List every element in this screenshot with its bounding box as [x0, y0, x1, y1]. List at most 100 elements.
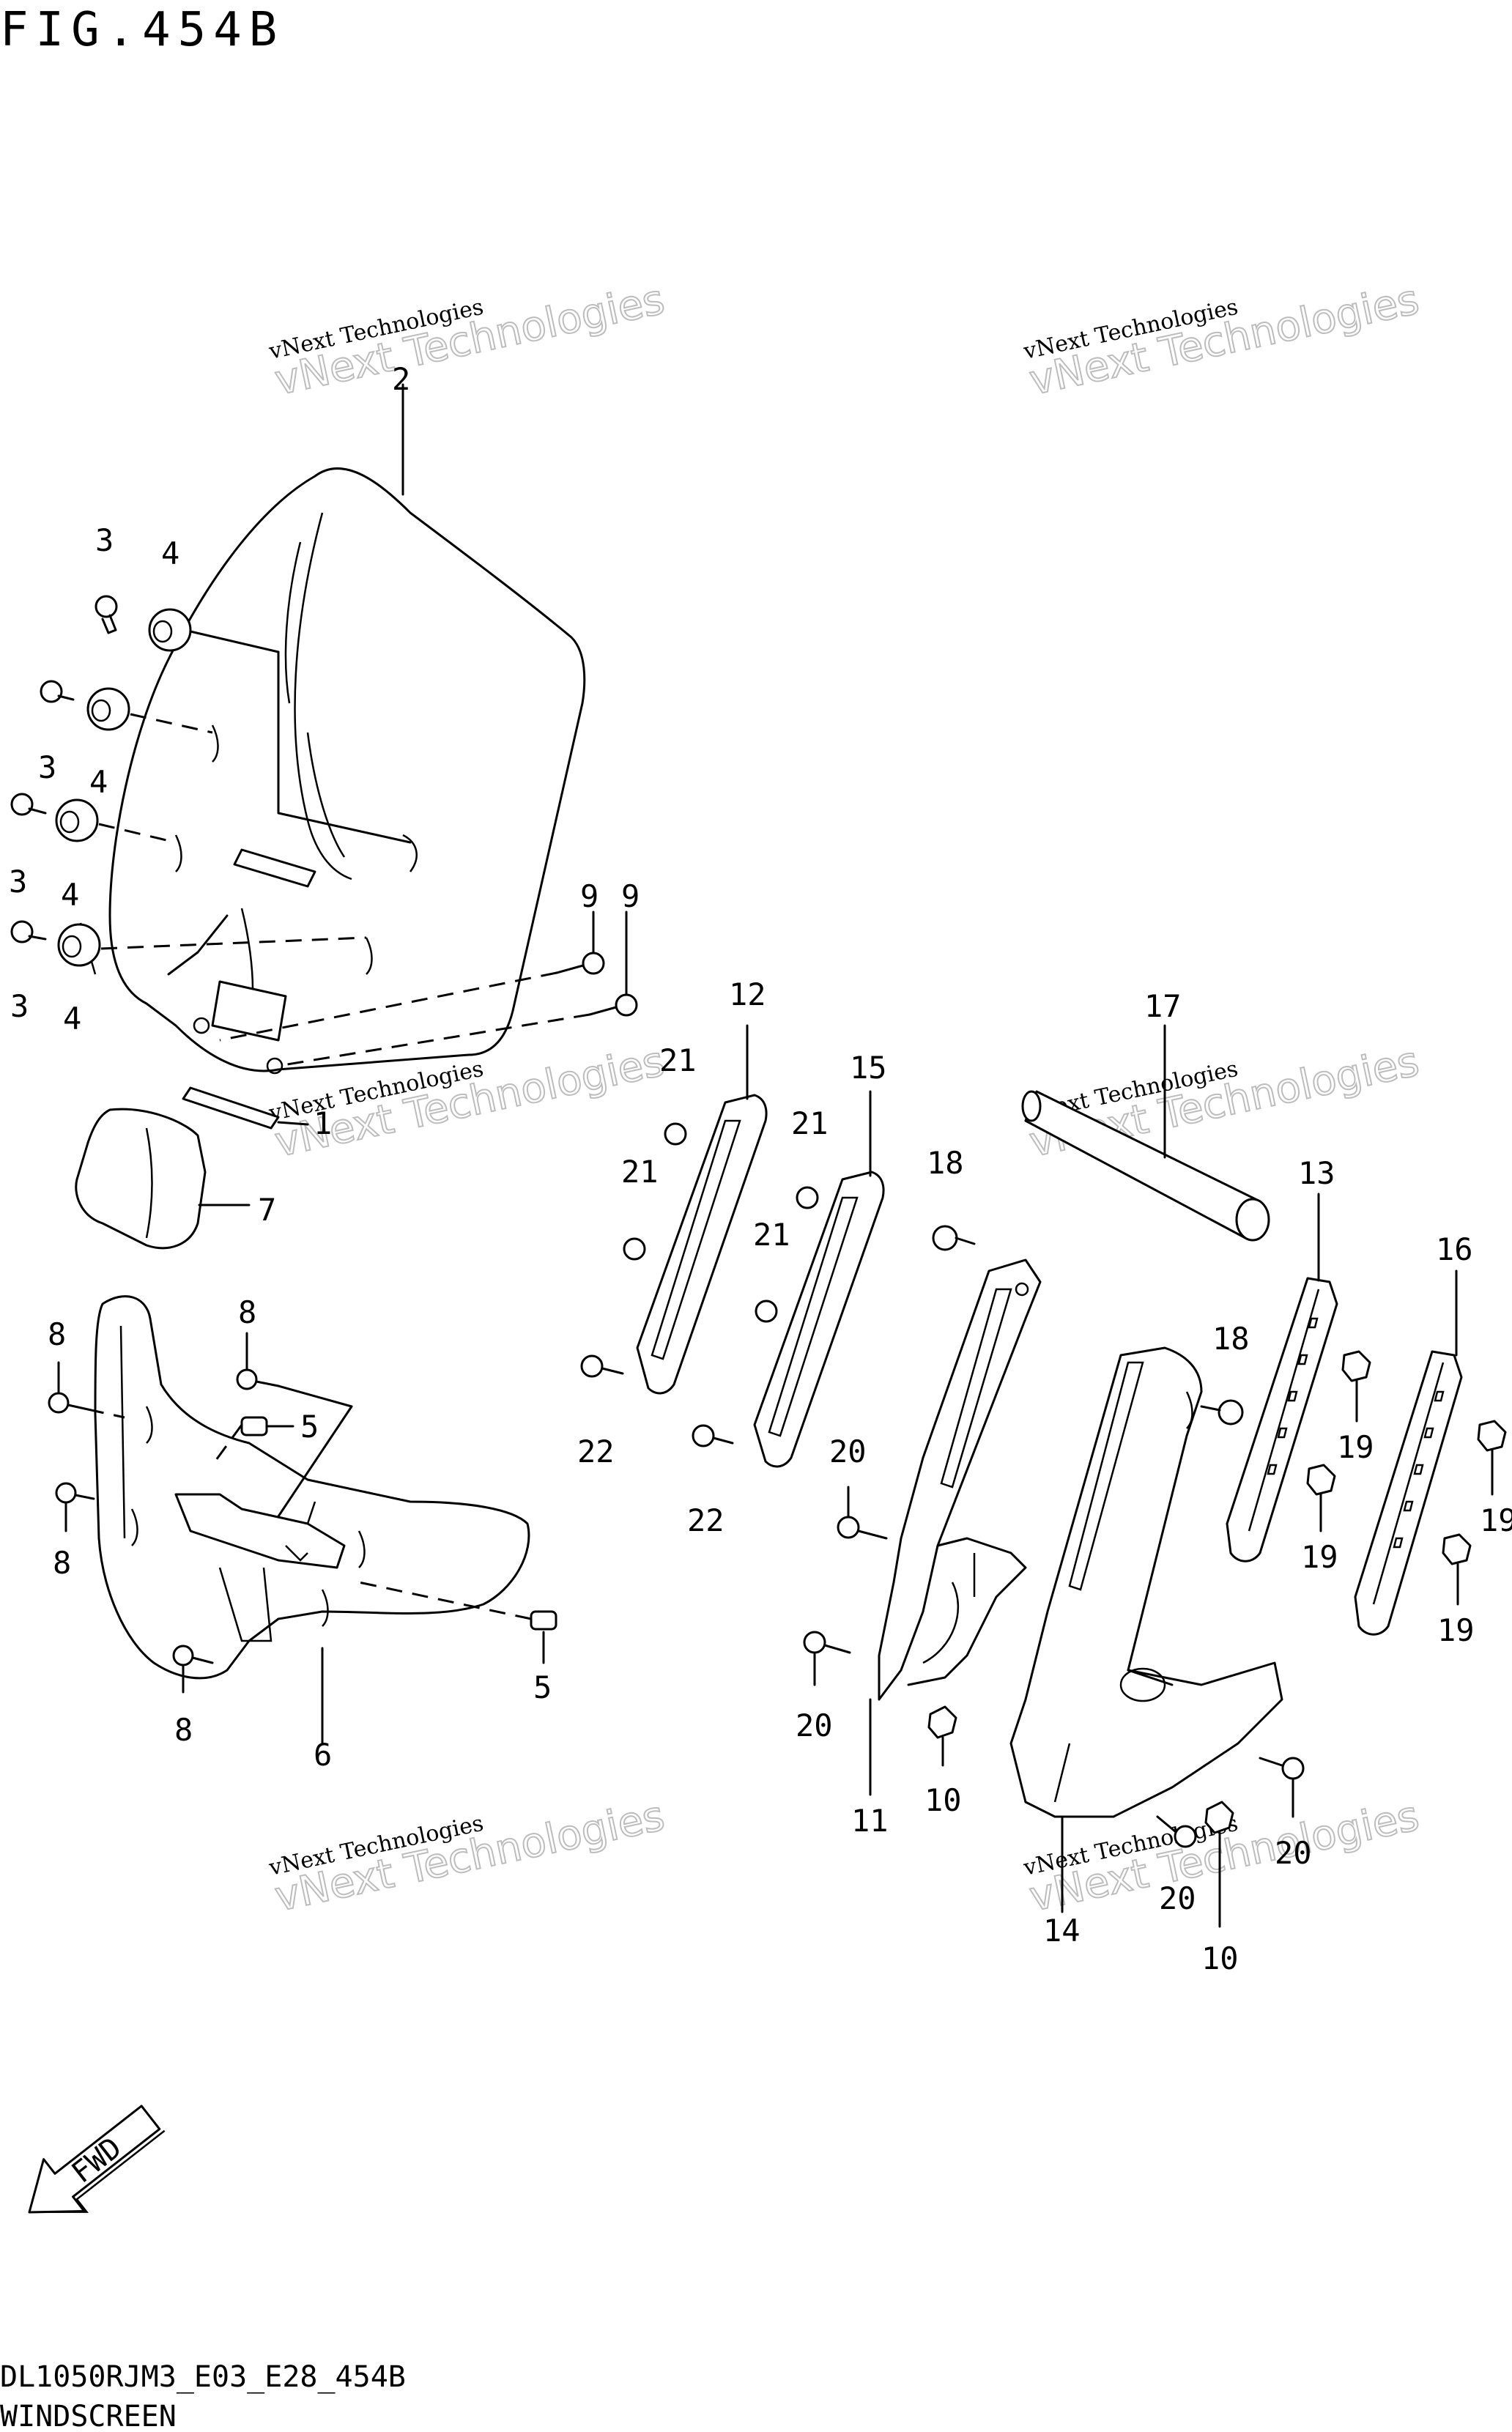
watermark-1: vNext Technologies vNext Technologies	[266, 275, 669, 406]
label-22: 22	[577, 1434, 615, 1469]
screw-8-b	[236, 1332, 353, 1518]
nut-21-c	[796, 1186, 819, 1209]
grommet-4-d	[57, 923, 101, 967]
label-17: 17	[1144, 988, 1182, 1024]
label-3: 3	[10, 988, 29, 1024]
bracket-14	[1009, 1346, 1283, 1913]
screw-9-b	[588, 993, 638, 1017]
grommet-4-b	[86, 687, 130, 731]
label-19: 19	[1480, 1502, 1512, 1538]
nut-19-b	[1306, 1464, 1336, 1532]
nut-10-b	[1204, 1801, 1234, 1928]
screw-3-b	[40, 680, 75, 703]
windscreen-part	[79, 383, 586, 1075]
nut-21-a	[664, 1122, 687, 1146]
screw-9-a	[555, 952, 605, 975]
label-10: 10	[924, 1782, 962, 1818]
slider-16	[1354, 1269, 1463, 1636]
label-21: 21	[791, 1105, 829, 1141]
label-6: 6	[314, 1737, 332, 1773]
label-10: 10	[1201, 1940, 1239, 1976]
figure-title: FIG.454B	[0, 3, 284, 57]
nut-10-a	[927, 1705, 957, 1767]
nut-21-d	[755, 1300, 778, 1323]
screw-3-c	[10, 793, 47, 816]
part-labels: 2 3 4 3 4 3 4 3 4 9 9 1 7 8 8 5 8 5 8 6 …	[9, 361, 1512, 1976]
label-3: 3	[9, 864, 27, 900]
nut-19-d	[1442, 1533, 1472, 1606]
label-8: 8	[238, 1294, 256, 1330]
watermark-2: vNext Technologies vNext Technologies	[1020, 275, 1423, 406]
screw-20-b	[803, 1631, 851, 1686]
label-19: 19	[1301, 1539, 1338, 1575]
label-8: 8	[53, 1545, 71, 1581]
label-5: 5	[300, 1409, 319, 1445]
screw-20-a	[837, 1486, 888, 1540]
label-3: 3	[38, 749, 56, 785]
label-4: 4	[63, 1001, 81, 1037]
rubber-strip-1	[182, 1086, 309, 1130]
nut-5-a	[211, 1416, 294, 1466]
watermark-5: vNext Technologies vNext Technologies	[266, 1792, 669, 1922]
grommet-4-c	[55, 798, 99, 842]
label-2: 2	[392, 361, 410, 397]
rail-12	[636, 1024, 768, 1395]
label-5: 5	[533, 1669, 552, 1705]
label-20: 20	[1159, 1880, 1196, 1916]
label-8: 8	[48, 1316, 66, 1352]
label-1: 1	[314, 1105, 332, 1141]
label-22: 22	[687, 1502, 724, 1538]
screw-18-b	[1200, 1399, 1244, 1426]
label-20: 20	[796, 1708, 833, 1743]
lower-cowl-6	[94, 1295, 530, 1745]
screw-8-d	[172, 1645, 214, 1694]
label-20: 20	[829, 1434, 867, 1469]
label-15: 15	[850, 1050, 887, 1086]
label-7: 7	[258, 1192, 276, 1228]
label-18: 18	[927, 1145, 964, 1181]
nut-19-a	[1341, 1350, 1371, 1423]
footer-section: WINDSCREEN	[0, 2400, 177, 2432]
screw-22-b	[692, 1424, 734, 1447]
label-8: 8	[174, 1712, 193, 1748]
nut-19-c	[1477, 1420, 1507, 1496]
grommet-4-a	[148, 608, 192, 652]
cover-7	[75, 1108, 251, 1250]
label-14: 14	[1043, 1913, 1081, 1949]
fwd-arrow: FWD	[28, 2105, 166, 2214]
label-18: 18	[1212, 1321, 1250, 1357]
label-11: 11	[851, 1803, 889, 1839]
label-12: 12	[729, 976, 766, 1012]
label-21: 21	[753, 1217, 790, 1253]
label-9: 9	[580, 878, 598, 914]
footer-code: DL1050RJM3_E03_E28_454B	[0, 2360, 406, 2394]
screw-22-a	[580, 1354, 624, 1378]
label-19: 19	[1437, 1612, 1475, 1648]
label-13: 13	[1298, 1155, 1335, 1191]
screw-20-d	[1156, 1815, 1197, 1848]
screw-18-a	[932, 1225, 976, 1251]
screw-3-d	[10, 920, 47, 943]
nut-21-b	[623, 1237, 646, 1261]
label-4: 4	[89, 764, 108, 800]
label-3: 3	[95, 522, 114, 558]
screw-20-c	[1259, 1757, 1305, 1818]
screw-3-a	[94, 595, 118, 634]
rod-17	[1021, 1024, 1270, 1242]
label-20: 20	[1275, 1835, 1312, 1871]
watermark-6: vNext Technologies vNext Technologies	[1020, 1792, 1423, 1922]
label-21: 21	[621, 1154, 659, 1190]
label-21: 21	[659, 1042, 697, 1078]
slider-13	[1226, 1193, 1338, 1562]
label-9: 9	[621, 878, 640, 914]
label-4: 4	[161, 535, 179, 571]
label-19: 19	[1337, 1429, 1374, 1465]
watermark-3: vNext Technologies vNext Technologies	[266, 1037, 669, 1168]
screw-8-a	[48, 1361, 125, 1419]
rail-15	[753, 1090, 885, 1468]
label-4: 4	[61, 877, 79, 913]
screw-8-c	[55, 1482, 95, 1532]
bracket-11	[869, 1258, 1042, 1796]
